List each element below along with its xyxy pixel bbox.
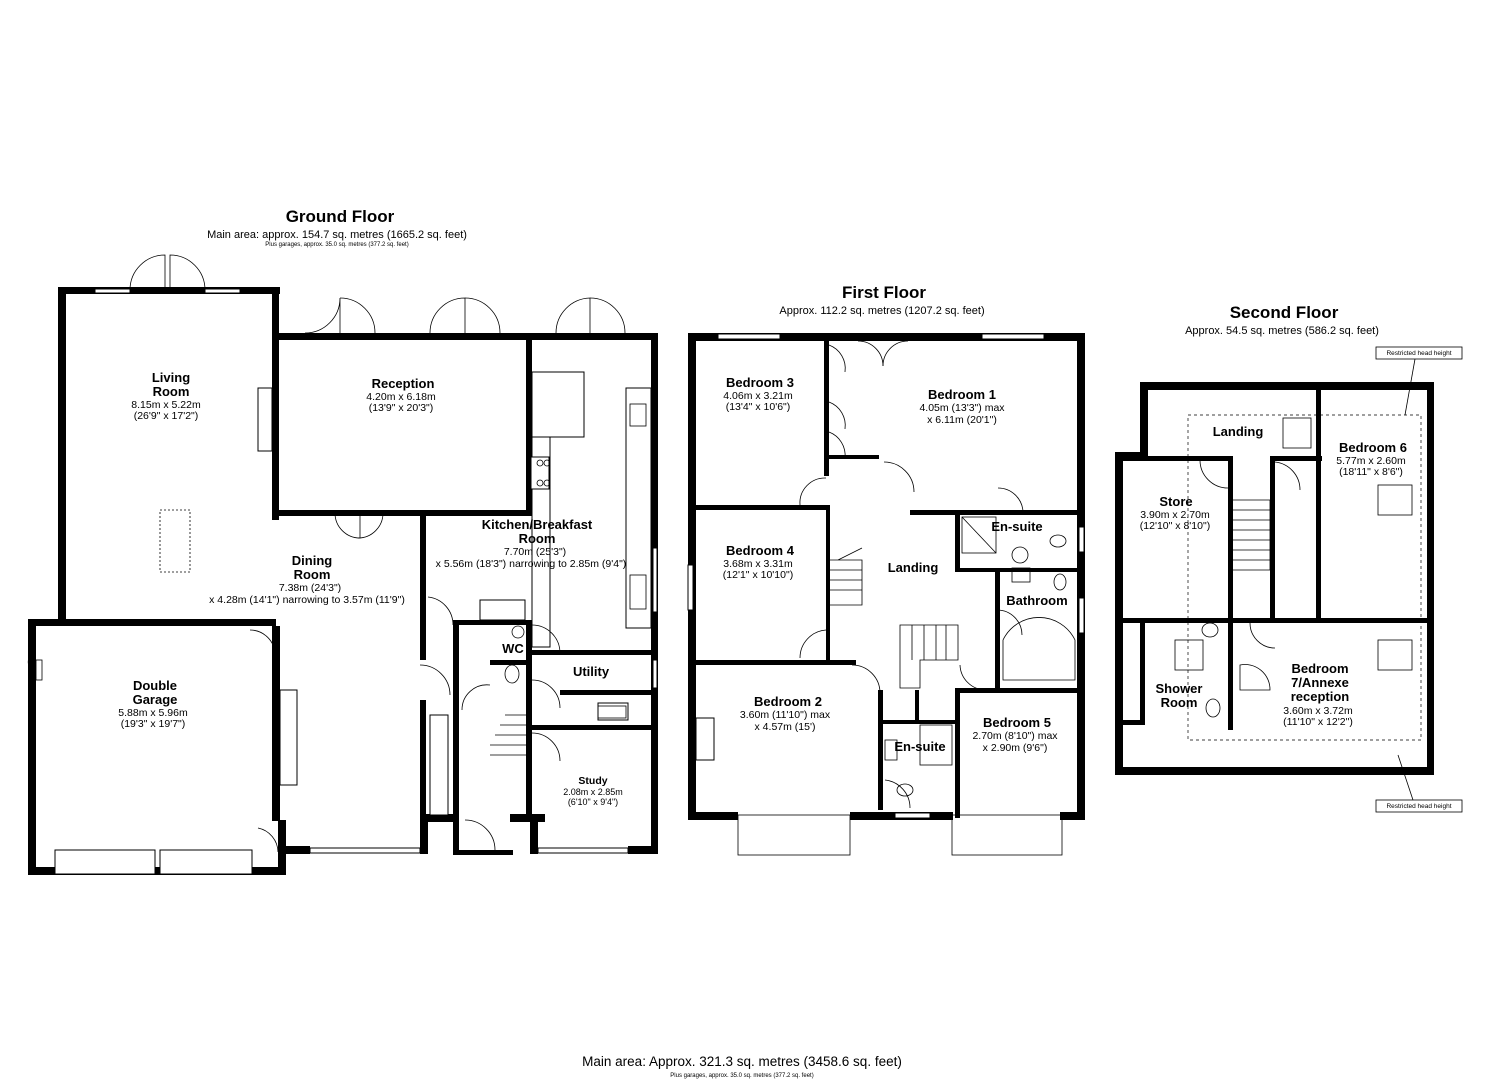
garage-dim-imperial: (19'3" x 19'7")	[121, 718, 186, 730]
reception-dim-imperial: (13'9" x 20'3")	[369, 402, 434, 414]
reception-name: Reception	[372, 376, 435, 391]
bedroom6-name: Bedroom 6	[1339, 440, 1407, 455]
bathroom-name: Bathroom	[1006, 593, 1067, 608]
first-interior-walls	[696, 341, 1080, 818]
first-floor-area: Approx. 112.2 sq. metres (1207.2 sq. fee…	[779, 305, 984, 317]
bedroom2-dim-imperial: x 4.57m (15')	[755, 721, 816, 733]
dining-room-dim: 7.38m (24'3")	[279, 582, 341, 594]
first-door-swings	[799, 340, 1024, 809]
ensuite1-name: En-suite	[991, 519, 1042, 534]
reception-dim: 4.20m x 6.18m	[366, 391, 436, 403]
kitchen-dim: 7.70m (25'3")	[504, 546, 566, 558]
kitchen-name: Kitchen/Breakfast	[482, 517, 593, 532]
wc-name: WC	[502, 641, 524, 656]
bedroom3-dim: 4.06m x 3.21m	[723, 390, 793, 402]
ground-door-swings	[27, 254, 626, 853]
second-fixtures	[1201, 622, 1271, 718]
second-door-swings	[1199, 459, 1301, 649]
bedroom7-name-2: 7/Annexe	[1291, 675, 1349, 690]
kitchen-dim-imperial: x 5.56m (18'3") narrowing to 2.85m (9'4"…	[436, 558, 627, 570]
second-floor-title: Second Floor	[1230, 303, 1339, 322]
living-room-dim: 8.15m x 5.22m	[131, 399, 201, 411]
store-dim: 3.90m x 2.70m	[1140, 509, 1210, 521]
first-fixtures	[884, 516, 1076, 797]
dining-room-dim-imperial: x 4.28m (14'1") narrowing to 3.57m (11'9…	[209, 594, 405, 606]
living-room-name-2: Room	[153, 384, 190, 399]
utility-name: Utility	[573, 664, 610, 679]
garage-dim: 5.88m x 5.96m	[118, 707, 188, 719]
ground-floor-plan: Ground Floor Main area: approx. 154.7 sq…	[27, 207, 658, 875]
ground-fixtures	[35, 403, 647, 719]
bedroom7-dim: 3.60m x 3.72m	[1283, 705, 1353, 717]
first-floor-plan: First Floor Approx. 112.2 sq. metres (12…	[687, 283, 1085, 856]
ground-interior-walls	[272, 294, 656, 850]
second-landing-name: Landing	[1213, 424, 1264, 439]
kitchen-name-2: Room	[519, 531, 556, 546]
total-area: Main area: Approx. 321.3 sq. metres (345…	[582, 1054, 902, 1079]
bedroom5-name: Bedroom 5	[983, 715, 1051, 730]
first-room-labels: Bedroom 3 4.06m x 3.21m (13'4" x 10'6") …	[723, 375, 1068, 754]
bedroom6-dim: 5.77m x 2.60m	[1336, 455, 1406, 467]
first-floor-title: First Floor	[842, 283, 926, 302]
second-stairs	[1233, 499, 1271, 571]
dining-room-name: Dining	[292, 553, 332, 568]
study-dim-imperial: (6'10" x 9'4")	[568, 797, 618, 807]
shower-room-name: Shower	[1156, 681, 1203, 696]
shower-room-name-2: Room	[1161, 695, 1198, 710]
ground-floor-garages: Plus garages, approx. 35.0 sq. metres (3…	[265, 242, 408, 248]
first-stairs	[830, 547, 959, 689]
bedroom3-name: Bedroom 3	[726, 375, 794, 390]
bedroom4-dim-imperial: (12'1" x 10'10")	[723, 569, 793, 581]
second-interior-walls	[1120, 390, 1430, 730]
bedroom1-name: Bedroom 1	[928, 387, 996, 402]
store-name: Store	[1159, 494, 1192, 509]
restricted-bottom-label: Restricted head height	[1386, 803, 1451, 810]
ground-stairs	[490, 714, 526, 756]
bedroom6-dim-imperial: (18'11" x 8'6")	[1339, 466, 1403, 478]
bedroom7-name-3: reception	[1291, 689, 1350, 704]
bedroom7-dim-imperial: (11'10" x 12'2")	[1283, 716, 1353, 728]
ensuite2-name: En-suite	[894, 739, 945, 754]
second-floor-plan: Second Floor Approx. 54.5 sq. metres (58…	[1115, 303, 1463, 813]
living-room-name: Living	[152, 370, 190, 385]
study-name: Study	[578, 775, 607, 787]
bedroom2-name: Bedroom 2	[754, 694, 822, 709]
bedroom4-name: Bedroom 4	[726, 543, 795, 558]
bedroom7-name: Bedroom	[1291, 661, 1348, 676]
first-windows	[687, 333, 1085, 856]
bedroom1-dim-imperial: x 6.11m (20'1")	[927, 414, 997, 426]
total-garages-area: Plus garages, approx. 35.0 sq. metres (3…	[670, 1073, 813, 1079]
restricted-bottom-box	[1375, 799, 1463, 813]
dining-room-name-2: Room	[294, 567, 331, 582]
ground-room-labels: Living Room 8.15m x 5.22m (26'9" x 17'2"…	[118, 370, 626, 807]
second-room-labels: Landing Bedroom 6 5.77m x 2.60m (18'11" …	[1140, 424, 1407, 728]
ground-floor-title: Ground Floor	[286, 207, 395, 226]
total-main-area: Main area: Approx. 321.3 sq. metres (345…	[582, 1054, 902, 1069]
ground-windows	[54, 288, 658, 875]
garage-name: Double	[133, 678, 177, 693]
ground-floor-area: Main area: approx. 154.7 sq. metres (166…	[207, 229, 467, 241]
second-floor-area: Approx. 54.5 sq. metres (586.2 sq. feet)	[1185, 325, 1379, 337]
restricted-top-box	[1375, 346, 1463, 360]
bedroom2-dim: 3.60m (11'10") max	[740, 709, 831, 721]
living-room-dim-imperial: (26'9" x 17'2")	[134, 410, 199, 422]
bedroom5-dim: 2.70m (8'10") max	[972, 730, 1058, 742]
second-skylights	[1174, 414, 1422, 741]
bedroom4-dim: 3.68m x 3.31m	[723, 558, 793, 570]
store-dim-imperial: (12'10" x 8'10")	[1140, 520, 1210, 532]
bedroom1-dim: 4.05m (13'3") max	[919, 402, 1005, 414]
bedroom5-dim-imperial: x 2.90m (9'6")	[983, 742, 1048, 754]
garage-name-2: Garage	[133, 692, 178, 707]
restricted-top-label: Restricted head height	[1386, 350, 1451, 357]
study-dim: 2.08m x 2.85m	[563, 787, 623, 797]
bedroom3-dim-imperial: (13'4" x 10'6")	[726, 401, 791, 413]
first-landing-name: Landing	[888, 560, 939, 575]
